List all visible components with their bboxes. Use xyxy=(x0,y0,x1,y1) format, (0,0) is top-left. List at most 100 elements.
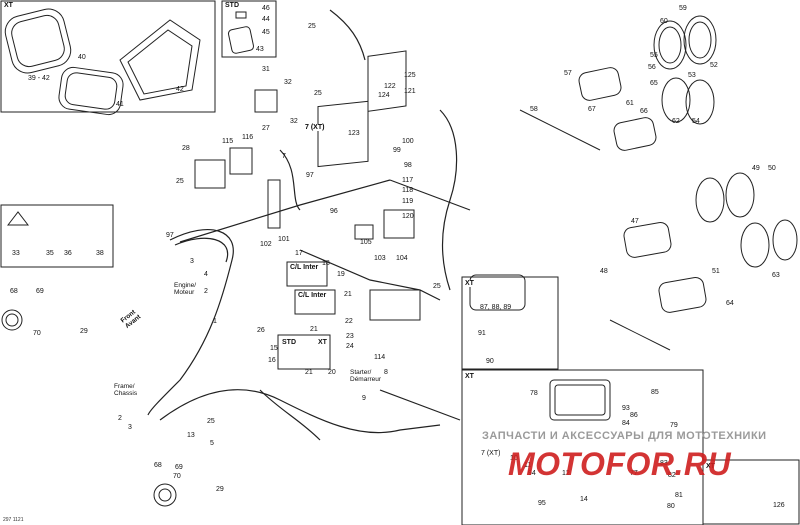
part-number: 81 xyxy=(675,492,683,499)
part-number: 11 xyxy=(524,462,532,469)
part-number: 43 xyxy=(256,46,264,53)
part-number: 68 xyxy=(154,462,162,469)
tag-xt-top-left: XT xyxy=(4,2,13,9)
part-number: 26 xyxy=(257,327,265,334)
part-number: 83 xyxy=(660,460,668,467)
callout-engine: Engine/ Moteur xyxy=(174,282,197,296)
part-number: 15 xyxy=(270,345,278,352)
tag-std-mid: STD xyxy=(282,339,296,346)
part-number: 13 xyxy=(187,432,195,439)
part-number: 25 xyxy=(207,418,215,425)
part-number: 7 (XT) xyxy=(481,450,501,457)
part-number: 125 xyxy=(404,72,416,79)
part-number: 91 xyxy=(478,330,486,337)
part-number: 27 xyxy=(262,125,270,132)
part-number: 61 xyxy=(626,100,634,107)
part-number: 17 xyxy=(295,250,303,257)
part-number: 117 xyxy=(402,177,414,184)
part-number: 85 xyxy=(651,389,659,396)
part-number: 31 xyxy=(262,66,270,73)
part-number: 25 xyxy=(176,178,184,185)
part-number: 97 xyxy=(166,232,174,239)
part-number: 94 xyxy=(528,470,536,477)
part-number: 58 xyxy=(530,106,538,113)
part-number: 2 xyxy=(204,288,208,295)
part-number: 104 xyxy=(396,255,408,262)
tag-xt-mid: XT xyxy=(318,339,327,346)
part-number: 25 xyxy=(433,283,441,290)
part-number: 62 xyxy=(672,118,680,125)
part-number: 10 xyxy=(510,455,518,462)
tag-xt-top-mid: 7 (XT) xyxy=(305,124,325,131)
part-number: 48 xyxy=(600,268,608,275)
part-number: 50 xyxy=(768,165,776,172)
part-number: 53 xyxy=(688,72,696,79)
part-number: 84 xyxy=(622,420,630,427)
part-number: 98 xyxy=(404,162,412,169)
part-number: 22 xyxy=(345,318,353,325)
part-number: 87, 88, 89 xyxy=(480,304,512,311)
part-number: 2 xyxy=(118,415,122,422)
part-number: 118 xyxy=(402,187,414,194)
part-number: 52 xyxy=(710,62,718,69)
part-number: 1 xyxy=(213,318,217,325)
part-number: 65 xyxy=(650,80,658,87)
part-number: 115 xyxy=(222,138,234,145)
watermark-text: ЗАПЧАСТИ И АКСЕССУАРЫ ДЛЯ МОТОТЕХНИКИ xyxy=(482,430,767,442)
part-number: 21 xyxy=(310,326,318,333)
part-number: 3 xyxy=(190,258,194,265)
part-number: 41 xyxy=(116,101,124,108)
part-number: 57 xyxy=(564,70,572,77)
part-number: 40 xyxy=(78,54,86,61)
part-number: 79 xyxy=(670,422,678,429)
part-number: 8 xyxy=(384,369,388,376)
part-number: 67 xyxy=(588,106,596,113)
callout-frame-line1: Frame/ xyxy=(114,383,135,390)
part-number: 32 xyxy=(284,79,292,86)
part-number: 80 xyxy=(667,503,675,510)
part-number: 124 xyxy=(378,92,390,99)
part-number: 82 xyxy=(668,472,676,479)
tag-cl-inter-2: C/L Inter xyxy=(298,292,327,299)
part-number: 49 xyxy=(752,165,760,172)
part-number: 60 xyxy=(660,18,668,25)
part-number: 33 xyxy=(12,250,20,257)
part-number: 114 xyxy=(374,354,386,361)
part-number: 7 (XT) xyxy=(305,124,325,131)
part-number: 39 - 42 xyxy=(28,75,50,82)
part-number: 78 xyxy=(530,390,538,397)
part-number: 121 xyxy=(404,88,416,95)
part-number: 54 xyxy=(692,118,700,125)
callout-frame: Frame/ Chassis xyxy=(114,383,138,397)
callout-starter: Starter/ Démarreur xyxy=(350,369,382,383)
part-number: 21 xyxy=(344,291,352,298)
part-number: 68 xyxy=(10,288,18,295)
part-number: 5 xyxy=(210,440,214,447)
watermark-logo: MOTOFOR.RU xyxy=(508,446,732,482)
part-number: 99 xyxy=(393,147,401,154)
part-number: 47 xyxy=(631,218,639,225)
part-number: 116 xyxy=(242,134,254,141)
part-number: 51 xyxy=(712,268,720,275)
part-number: 9 xyxy=(362,395,366,402)
part-number: 38 xyxy=(96,250,104,257)
part-number: 32 xyxy=(290,118,298,125)
part-number: 35 xyxy=(46,250,54,257)
part-number: 42 xyxy=(176,86,184,93)
part-number: 86 xyxy=(630,412,638,419)
part-number: 29 xyxy=(80,328,88,335)
callout-starter-line2: Démarreur xyxy=(350,376,382,383)
part-number: 126 xyxy=(773,502,785,509)
part-number: 77 xyxy=(630,470,638,477)
part-number: 64 xyxy=(726,300,734,307)
part-number: 56 xyxy=(648,64,656,71)
part-number: 97 xyxy=(306,172,314,179)
part-number: 66 xyxy=(640,108,648,115)
part-number: 12 xyxy=(562,470,570,477)
part-number: 69 xyxy=(36,288,44,295)
tag-std-top: STD xyxy=(225,2,239,9)
part-number: 101 xyxy=(278,236,290,243)
part-number: 123 xyxy=(348,130,360,137)
